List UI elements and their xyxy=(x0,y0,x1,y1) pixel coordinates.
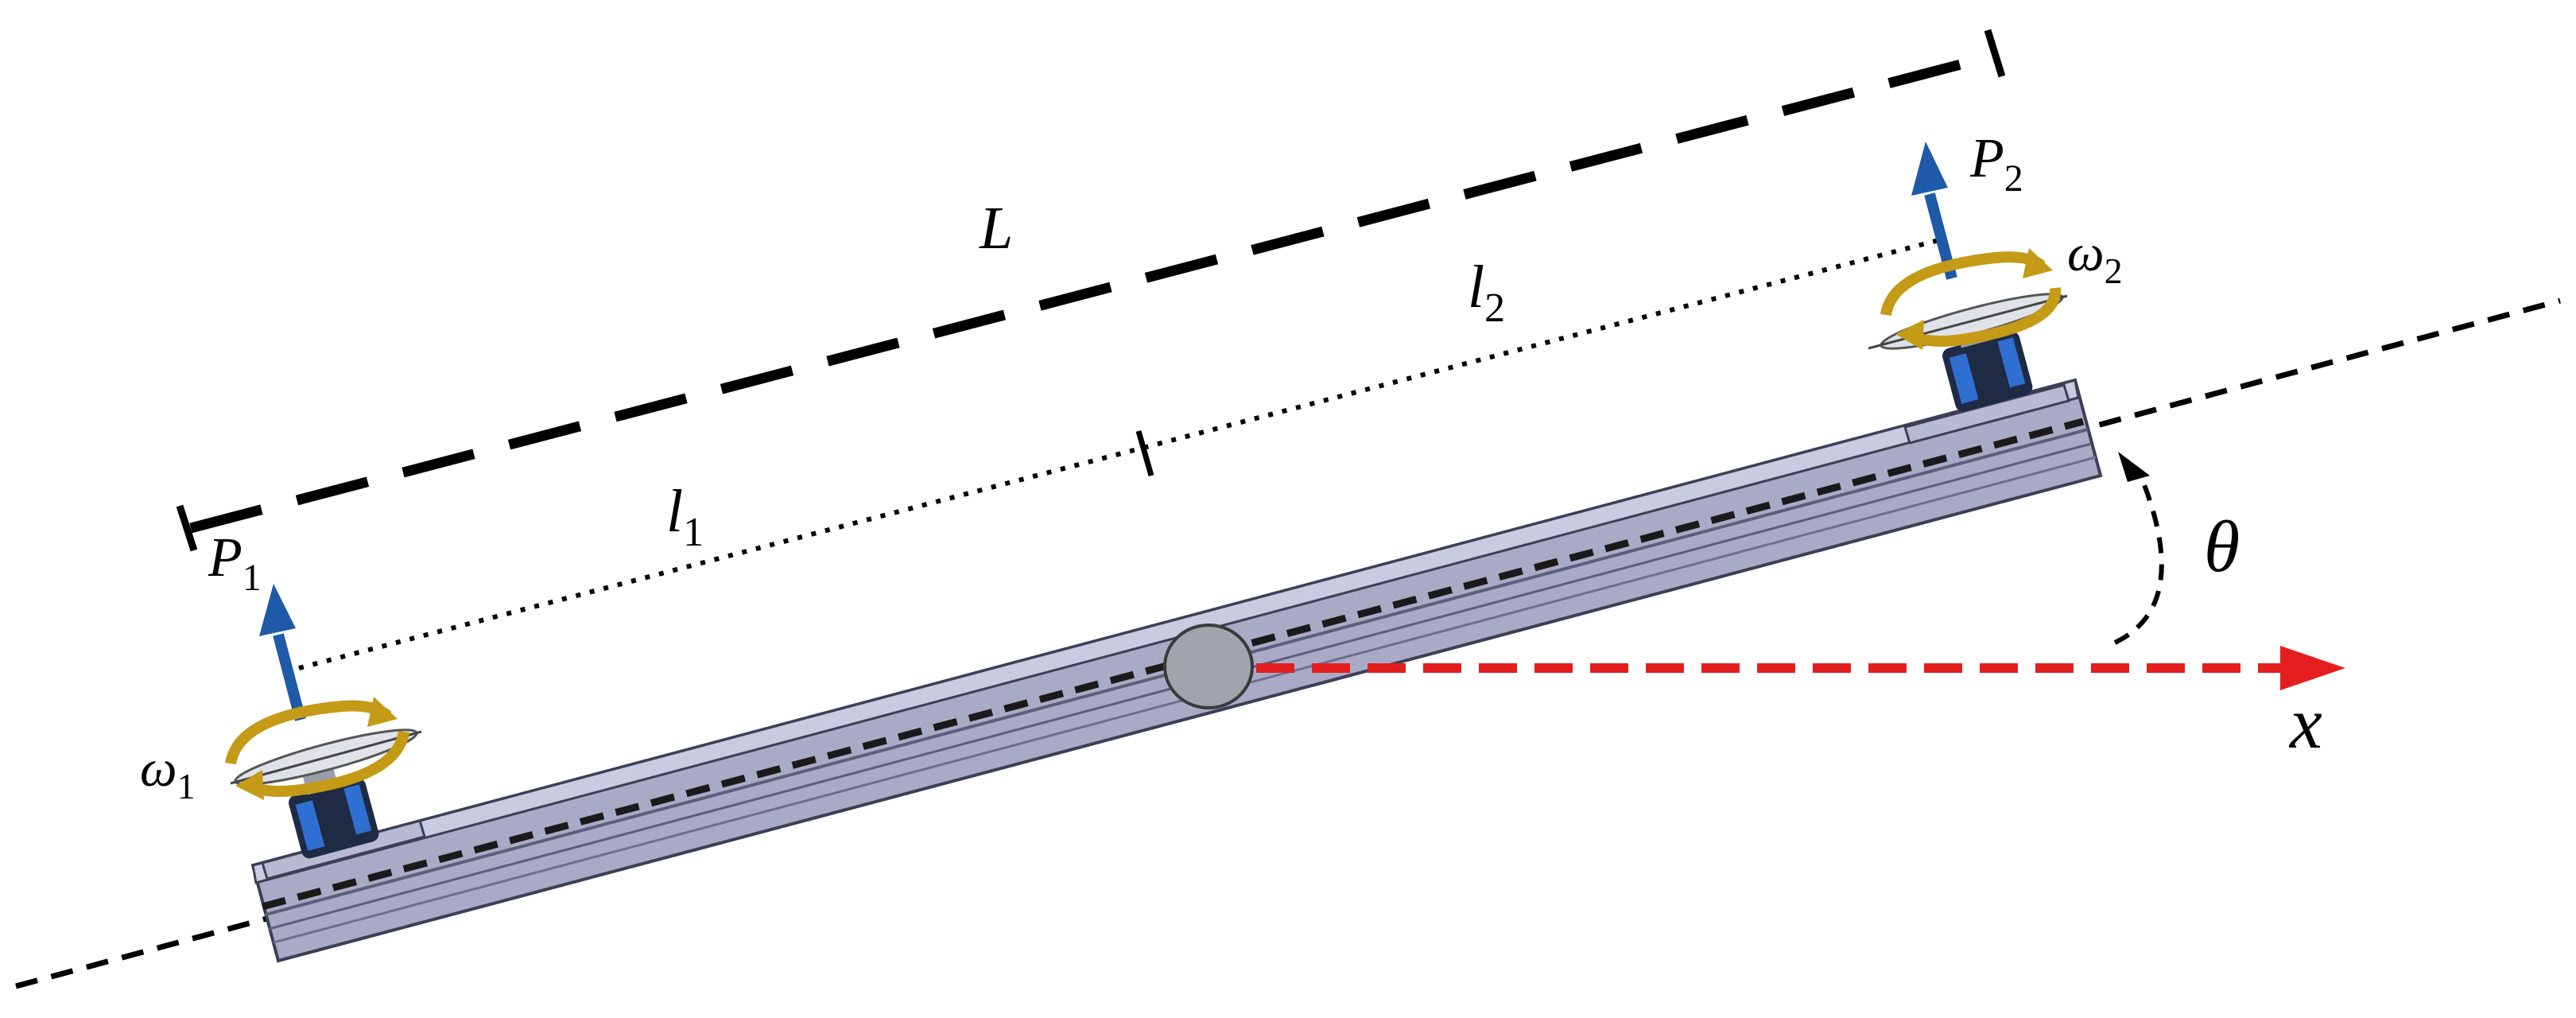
angle-arc xyxy=(2113,469,2164,645)
pivot-joint xyxy=(1163,624,1254,709)
label-P2: P2 xyxy=(1969,128,2023,200)
length-L-dimension xyxy=(176,29,2006,552)
label-l2: l2 xyxy=(1468,254,1505,331)
thrust-arrow-1 xyxy=(259,584,306,721)
angle-arrowhead xyxy=(2118,452,2150,482)
label-x: x xyxy=(2288,682,2322,764)
label-L: L xyxy=(979,195,1013,262)
label-theta: θ xyxy=(2204,506,2240,587)
arm-length-dimension xyxy=(298,236,1946,670)
label-omega1: ω1 xyxy=(140,740,196,806)
x-axis-arrow xyxy=(1256,646,2345,690)
label-l1: l1 xyxy=(666,478,704,555)
rotation-arrow-1 xyxy=(225,697,409,800)
label-omega2: ω2 xyxy=(2067,224,2123,291)
rotation-arrow-2 xyxy=(1880,248,2062,350)
label-P1: P1 xyxy=(208,527,262,599)
thrust-arrow-2 xyxy=(1911,142,1957,280)
